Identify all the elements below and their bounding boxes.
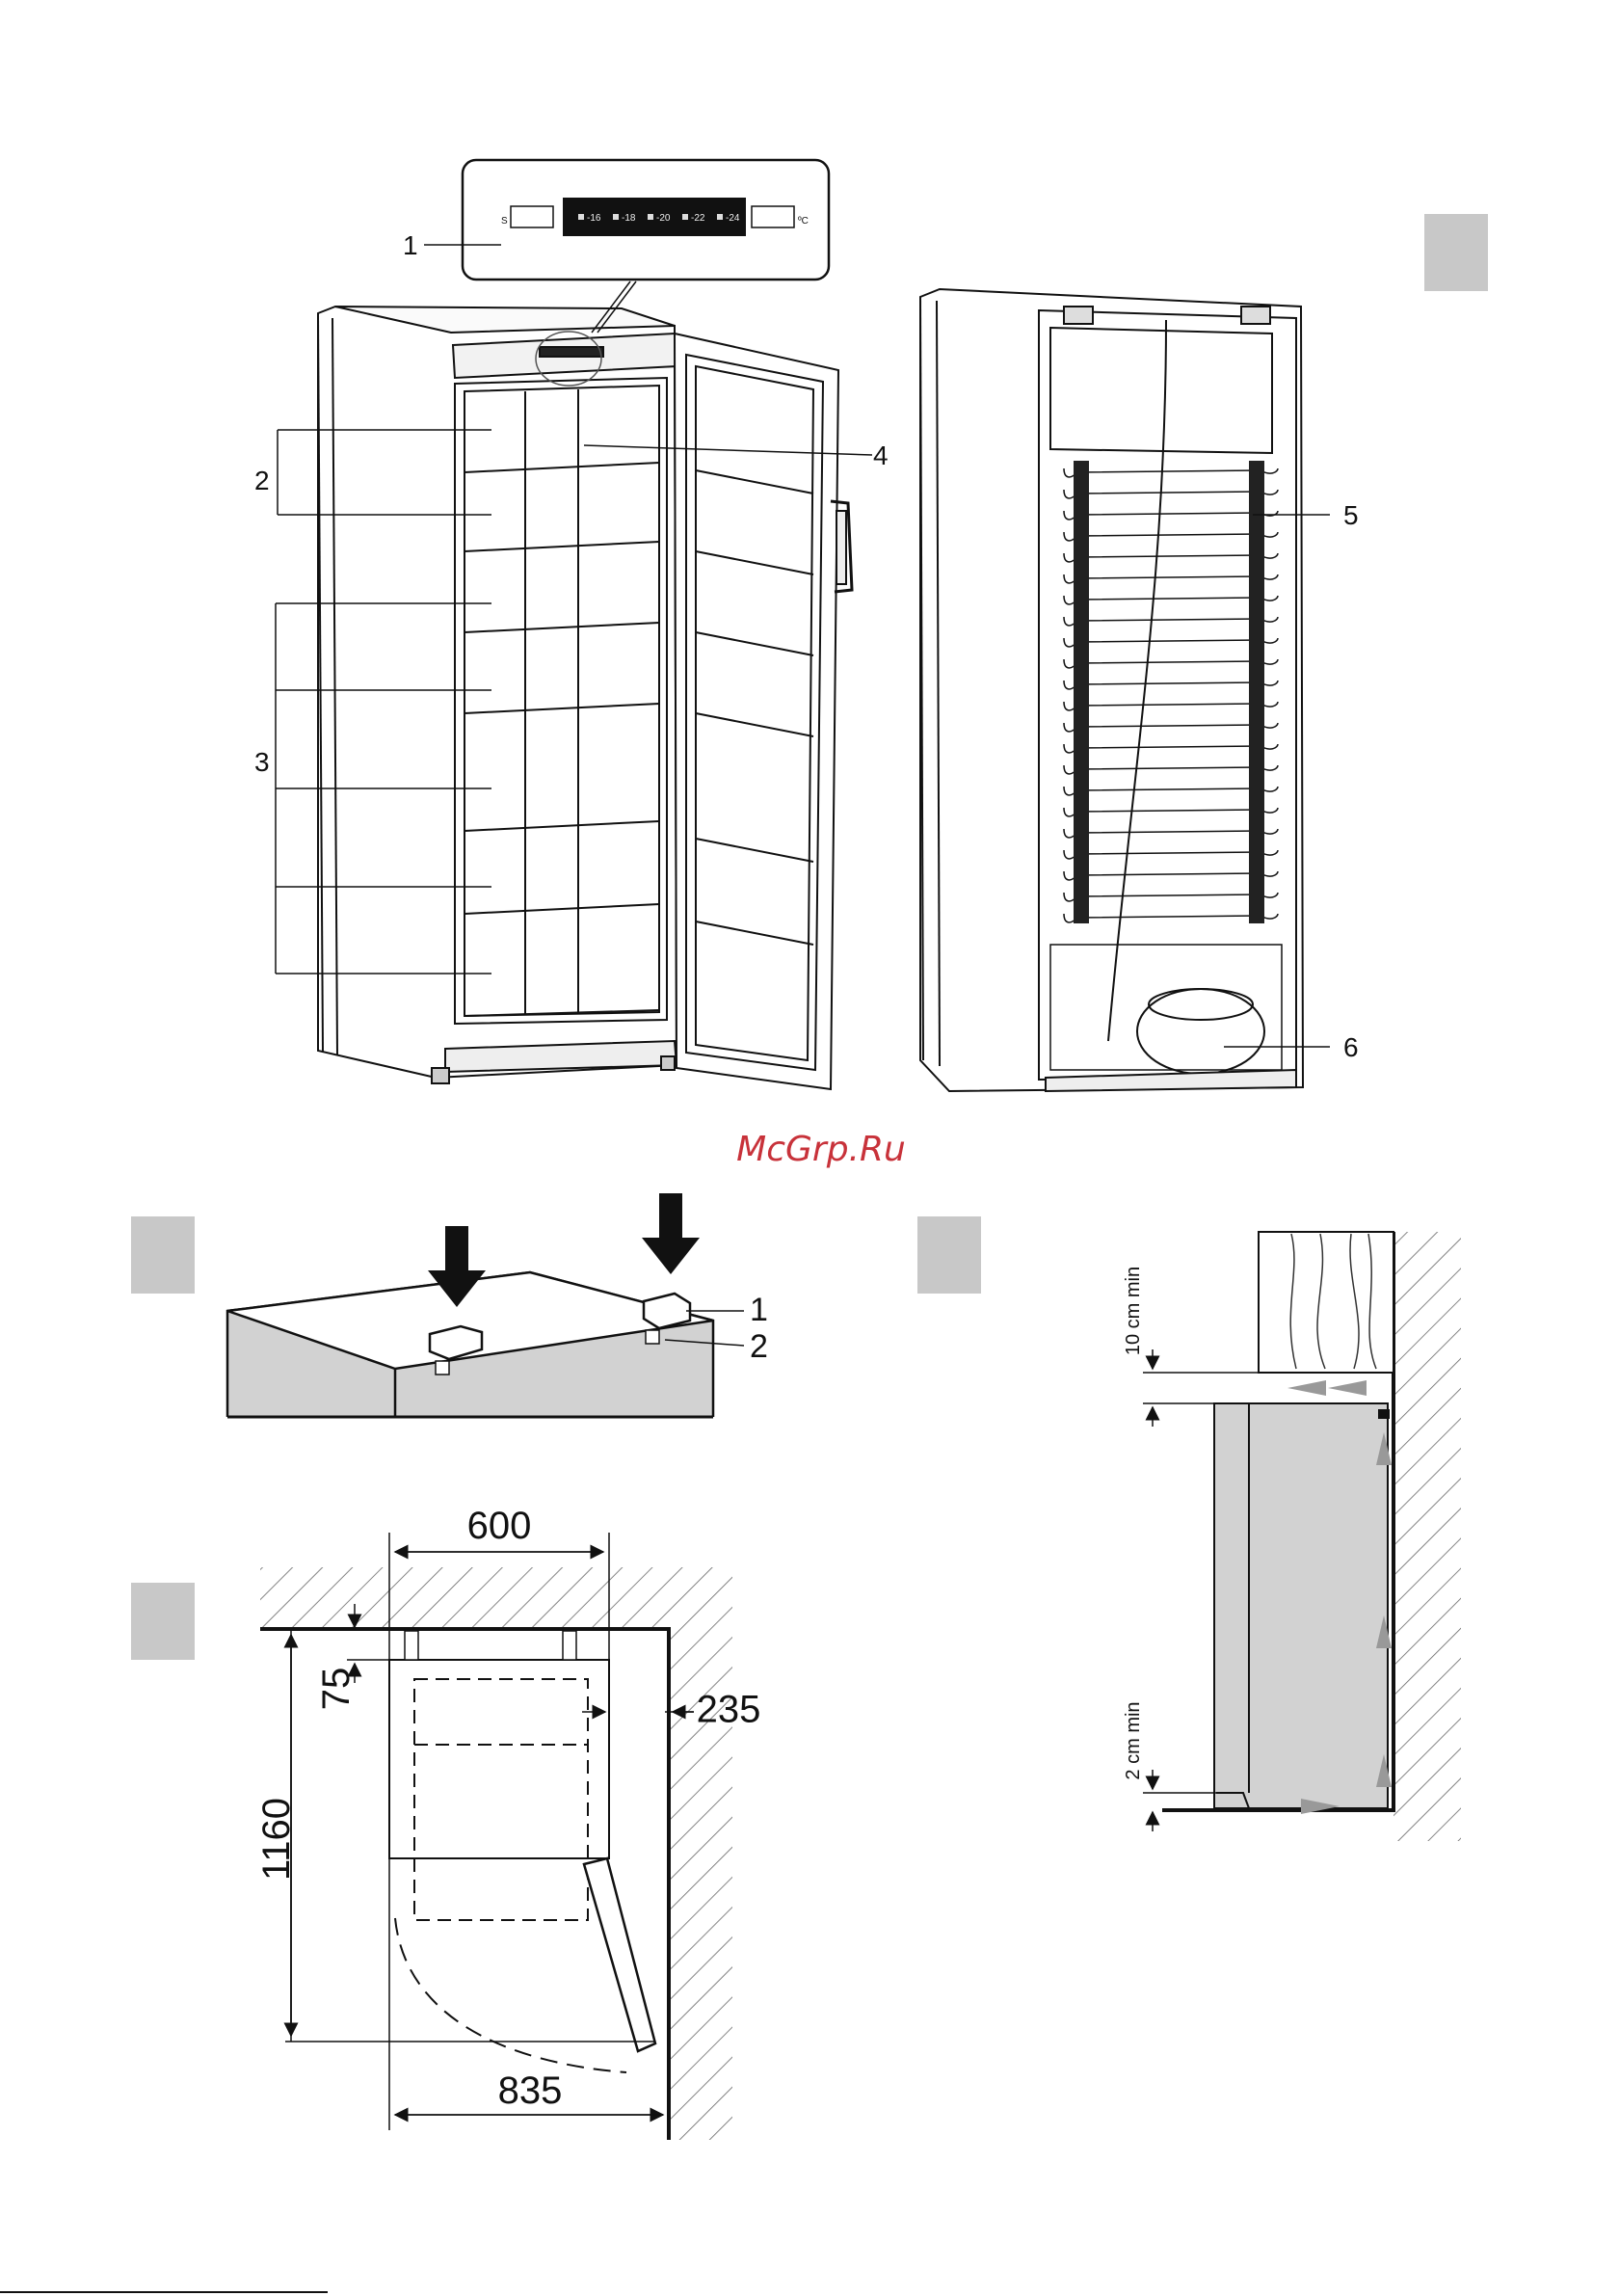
dim-side-235: 235 xyxy=(697,1689,761,1731)
rear-view-freezer xyxy=(920,289,1303,1091)
callout-4: 4 xyxy=(873,441,889,470)
temp-readout: -22 xyxy=(691,213,705,224)
temp-indicator-led xyxy=(682,214,688,220)
temp-indicator-led xyxy=(613,214,619,220)
panel-s-label: S xyxy=(501,216,508,227)
section-tab-4 xyxy=(131,1583,195,1660)
top-spacer-detail xyxy=(227,1193,744,1417)
temp-readout: -16 xyxy=(587,213,601,224)
spacer-callout-1: 1 xyxy=(750,1292,768,1328)
watermark-text: McGrp.Ru xyxy=(736,1130,906,1169)
callout-3: 3 xyxy=(254,747,270,777)
callout-2: 2 xyxy=(254,466,270,495)
panel-celsius-label: ºC xyxy=(798,216,809,227)
spacer-callout-2: 2 xyxy=(750,1328,768,1365)
side-view-clearance xyxy=(1143,1232,1461,1841)
plan-view-dimensions xyxy=(260,1533,732,2140)
section-tab-1 xyxy=(1424,214,1488,291)
temp-indicator-led xyxy=(648,214,653,220)
callout-1: 1 xyxy=(403,230,418,260)
callout-6: 6 xyxy=(1343,1032,1359,1062)
section-tab-3 xyxy=(917,1216,981,1294)
callout-5: 5 xyxy=(1343,500,1359,530)
clearance-bottom-label: 2 cm min xyxy=(1123,1701,1144,1779)
dim-width-600: 600 xyxy=(467,1505,532,1547)
temp-readout: -18 xyxy=(622,213,636,224)
temp-indicator-led xyxy=(717,214,723,220)
temp-indicator-led xyxy=(578,214,584,220)
dim-depth-1160: 1160 xyxy=(255,1798,298,1881)
temp-readout: -24 xyxy=(726,213,740,224)
dim-door-835: 835 xyxy=(498,2069,563,2112)
dim-gap-75: 75 xyxy=(315,1668,358,1711)
section-tab-2 xyxy=(131,1216,195,1294)
control-panel-zoom: S ºC -16 -18 -20 -22 -24 xyxy=(463,160,829,280)
front-view-freezer xyxy=(318,281,852,1089)
clearance-top-label: 10 cm min xyxy=(1123,1267,1144,1355)
temp-readout: -20 xyxy=(656,213,671,224)
